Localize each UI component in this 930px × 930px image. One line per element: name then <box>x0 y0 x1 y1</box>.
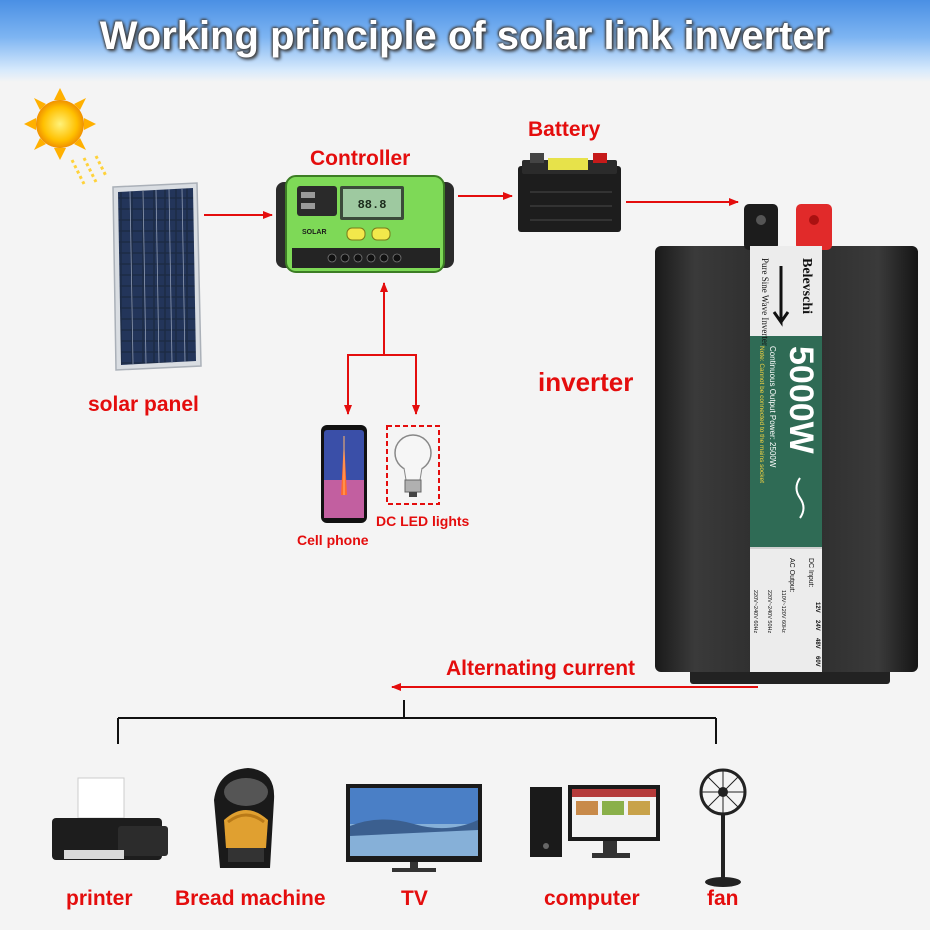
battery-icon <box>518 153 621 232</box>
appliance-label-printer: printer <box>66 887 133 910</box>
battery-label: Battery <box>528 118 601 141</box>
light-bulb-icon <box>386 425 440 505</box>
alternating-current-label: Alternating current <box>446 657 636 680</box>
appliance-label-computer: computer <box>544 887 640 910</box>
flow-arrows <box>204 192 758 691</box>
controller-brand: SOLAR <box>302 229 327 236</box>
appliance-bus <box>117 700 717 744</box>
tv-icon <box>346 784 482 872</box>
inverter-brand: Belevschi <box>799 258 814 314</box>
printer-icon <box>52 777 168 860</box>
sun-icon <box>24 88 108 185</box>
inverter-icon: Belevschi Pure Sine Wave Inverter 5000W … <box>655 204 918 684</box>
inverter-ac-value: 220V~240V 60Hz <box>752 590 758 634</box>
cell-phone-label: Cell phone <box>297 532 369 548</box>
inverter-ac-output: AC Output: <box>788 558 795 593</box>
inverter-ac-value: 110V~120V 60Hz <box>780 590 786 633</box>
computer-icon <box>530 785 660 858</box>
title-banner: Working principle of solar link inverter <box>0 0 930 82</box>
solar-panel-label: solar panel <box>88 393 199 416</box>
inverter-dc-value: 12V <box>814 602 820 613</box>
arrow-controller-to-phone <box>344 354 384 415</box>
appliance-label-fan: fan <box>707 887 739 910</box>
controller-label: Controller <box>310 147 411 170</box>
inverter-dc-value: 60V <box>814 656 820 667</box>
fan-icon <box>699 768 747 887</box>
cell-phone-icon <box>321 425 367 523</box>
inverter-dc-value: 48V <box>814 638 820 649</box>
inverter-note: Note: Cannot be connected to the mains s… <box>758 346 765 483</box>
inverter-power: 5000W <box>782 346 820 455</box>
inverter-ac-value: 220V~240V 50Hz <box>766 590 772 634</box>
sine-wave-icon <box>795 477 805 519</box>
dc-led-lights-label: DC LED lights <box>376 513 470 529</box>
inverter-subtitle: Pure Sine Wave Inverter <box>760 258 770 346</box>
appliance-label-tv: TV <box>401 887 428 910</box>
inverter-dc-input: DC Input: <box>807 558 814 588</box>
page-title: Working principle of solar link inverter <box>99 14 831 58</box>
arrow-controller-to-bulb <box>384 354 420 415</box>
inverter-dc-value: 24V <box>814 620 820 631</box>
bread-machine-icon <box>214 768 275 868</box>
inverter-label: inverter <box>538 367 634 397</box>
controller-reading: 88.8 <box>358 198 387 212</box>
controller-icon: 88.8 SOLAR <box>276 175 454 273</box>
appliance-label-bread-machine: Bread machine <box>175 887 326 910</box>
inverter-continuous-output: Continuous Output Power: 2500W <box>768 346 777 468</box>
solar-panel-icon <box>112 182 202 371</box>
